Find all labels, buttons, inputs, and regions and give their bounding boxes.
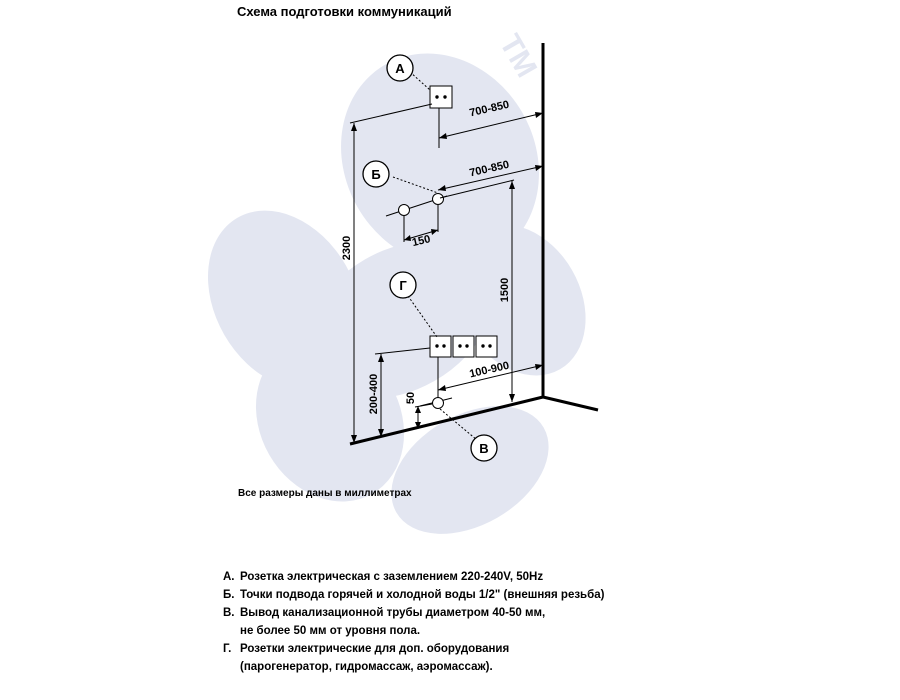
legend-item-v-cont: не более 50 мм от уровня пола. bbox=[223, 622, 604, 640]
watermark-tm: TM bbox=[493, 29, 543, 83]
marker-b-label: Б bbox=[371, 167, 380, 182]
marker-v: В bbox=[470, 434, 498, 462]
water-inlet-right bbox=[432, 193, 444, 205]
socket-g-3-pin-right bbox=[488, 344, 492, 348]
marker-a: A bbox=[386, 54, 414, 82]
arrow-200-400-bottom bbox=[378, 429, 384, 437]
arrow-150-left bbox=[404, 235, 411, 241]
drawing bbox=[349, 71, 544, 443]
dim-label-50: 50 bbox=[405, 392, 417, 404]
socket-g-1-pin-left bbox=[435, 344, 439, 348]
ext-2300-top bbox=[349, 103, 433, 124]
walls bbox=[349, 43, 599, 446]
arrow-b-wall-right bbox=[535, 165, 543, 171]
arrow-a-wall-left bbox=[439, 133, 447, 139]
legend-item-v: В. Вывод канализационной трубы диаметром… bbox=[223, 604, 604, 622]
socket-g-1-pin-right bbox=[442, 344, 446, 348]
socket-g-2-pin-left bbox=[458, 344, 462, 348]
dim-label-200-400: 200-400 bbox=[368, 374, 380, 414]
marker-g-label: Г bbox=[399, 278, 407, 293]
socket-g-2-pin-right bbox=[465, 344, 469, 348]
socket-a bbox=[429, 85, 453, 109]
marker-v-label: В bbox=[479, 441, 488, 456]
arrow-100-900-right bbox=[535, 364, 543, 370]
arrow-1500-bottom bbox=[509, 394, 515, 402]
legend-item-g-cont: (парогенератор, гидромассаж, аэромассаж)… bbox=[223, 658, 604, 676]
legend-item-b: Б. Точки подвода горячей и холодной воды… bbox=[223, 586, 604, 604]
arrow-2300-top bbox=[351, 123, 357, 131]
marker-a-label: A bbox=[395, 61, 405, 76]
leader-v bbox=[439, 408, 478, 441]
legend-key-a: А. bbox=[223, 571, 235, 583]
legend-item-a: А. Розетка электрическая с заземлением 2… bbox=[223, 568, 604, 586]
legend-text-v-line-1: Вывод канализационной трубы диаметром 40… bbox=[240, 607, 546, 619]
dim-line-a-wall bbox=[438, 112, 544, 139]
floor-right-line bbox=[542, 395, 599, 412]
arrow-150-right bbox=[431, 229, 438, 235]
dim-label-150: 150 bbox=[411, 233, 432, 249]
socket-g-1 bbox=[429, 335, 452, 358]
socket-g-3 bbox=[475, 335, 498, 358]
arrow-b-wall-left bbox=[438, 185, 446, 191]
legend: А. Розетка электрическая с заземлением 2… bbox=[223, 568, 604, 676]
socket-a-pin-left bbox=[435, 95, 439, 99]
arrow-50-top bbox=[415, 406, 421, 413]
marker-b: Б bbox=[362, 160, 390, 188]
socket-g-2 bbox=[452, 335, 475, 358]
water-inlet-left bbox=[398, 204, 410, 216]
dim-label-1500: 1500 bbox=[499, 278, 511, 302]
leader-g bbox=[407, 295, 438, 338]
legend-text-b: Точки подвода горячей и холодной воды 1/… bbox=[240, 589, 605, 601]
marker-g: Г bbox=[389, 271, 417, 299]
legend-item-g: Г. Розетки электрические для доп. оборуд… bbox=[223, 640, 604, 658]
watermark-swirl-bottom bbox=[391, 406, 549, 534]
socket-dots bbox=[435, 95, 492, 348]
legend-key-g: Г. bbox=[223, 643, 232, 655]
leader-a bbox=[409, 71, 431, 91]
ext-1500-top bbox=[439, 179, 515, 199]
dim-line-100-900 bbox=[437, 364, 544, 391]
legend-text-g-line-1: Розетки электрические для доп. оборудова… bbox=[240, 643, 510, 655]
watermark: TM bbox=[207, 29, 586, 534]
arrow-a-wall-right bbox=[535, 112, 543, 118]
floor-line bbox=[349, 395, 544, 446]
watermark-swirl-top bbox=[341, 53, 539, 267]
arrow-100-900-left bbox=[438, 385, 446, 391]
socket-a-pin-right bbox=[443, 95, 447, 99]
legend-key-b: Б. bbox=[223, 589, 235, 601]
socket-g-3-pin-left bbox=[481, 344, 485, 348]
legend-text-g-line-2: (парогенератор, гидромассаж, аэромассаж)… bbox=[240, 661, 493, 673]
ext-200-400-top bbox=[374, 347, 431, 355]
legend-key-v: В. bbox=[223, 607, 235, 619]
legend-text-v-line-2: не более 50 мм от уровня пола. bbox=[240, 625, 421, 637]
page-title: Схема подготовки коммуникаций bbox=[237, 4, 452, 19]
arrow-200-400-top bbox=[378, 354, 384, 362]
arrow-1500-top bbox=[509, 181, 515, 189]
arrow-2300-bottom bbox=[351, 435, 357, 443]
dim-label-2300: 2300 bbox=[341, 236, 353, 260]
arrowheads bbox=[351, 112, 543, 443]
units-note: Все размеры даны в миллиметрах bbox=[238, 488, 412, 499]
dim-line-b-wall bbox=[437, 165, 544, 191]
watermark-swirl-low bbox=[255, 338, 405, 502]
arrow-50-bottom bbox=[415, 422, 421, 429]
drain-outlet bbox=[432, 397, 444, 409]
legend-text-a: Розетка электрическая с заземлением 220-… bbox=[240, 571, 544, 583]
